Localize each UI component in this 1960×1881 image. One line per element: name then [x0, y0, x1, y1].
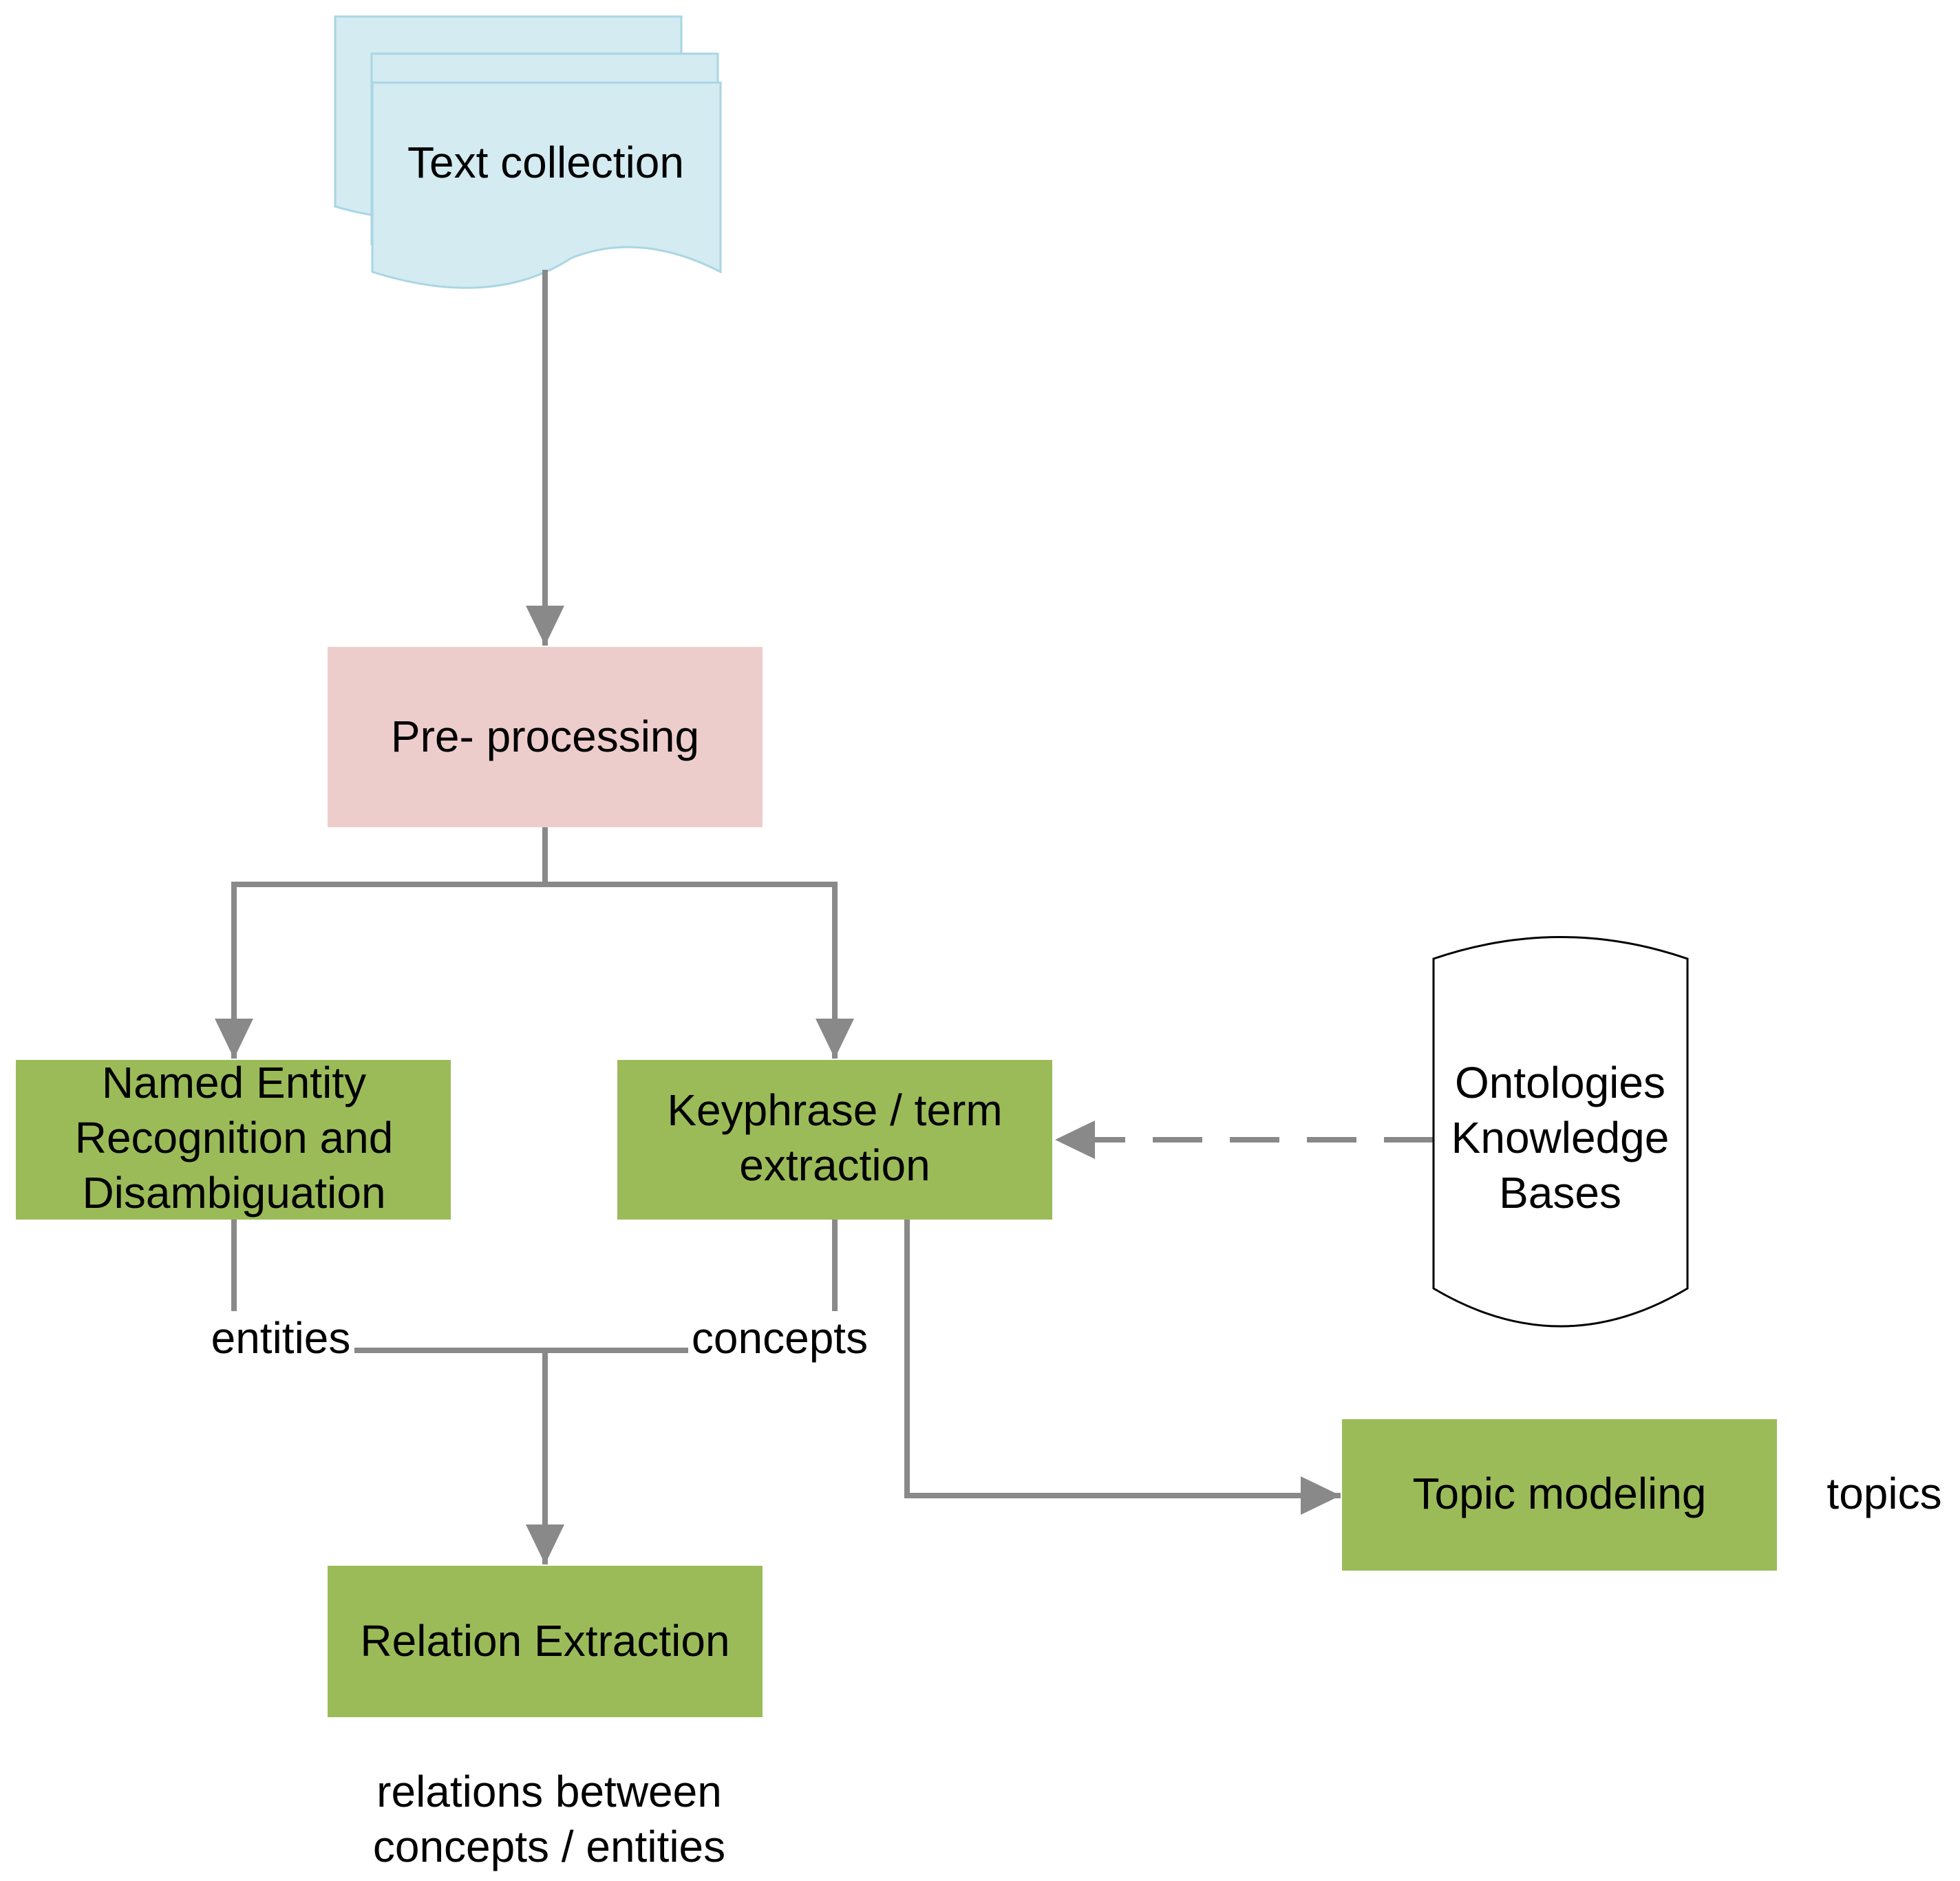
keyphrase-label-line-2: extraction: [739, 1140, 930, 1190]
topic-modeling-label: Topic modeling: [1413, 1469, 1707, 1518]
topic-modeling-node: Topic modeling: [1342, 1419, 1777, 1571]
ner-label-line-3: Disambiguation: [82, 1168, 385, 1218]
document-sheet-front: [371, 81, 722, 289]
text-collection-node: Text collection: [334, 15, 722, 289]
ner-label-line-1: Named Entity: [102, 1058, 366, 1107]
preprocessing-box: [328, 647, 763, 827]
connector-preprocessing-split: [215, 827, 548, 1059]
ner-label-line-2: Recognition and: [75, 1113, 394, 1162]
connectors: [215, 270, 1434, 1564]
relation-extraction-node: Relation Extraction: [328, 1566, 763, 1717]
topic-modeling-label-line-1: Topic modeling: [1413, 1469, 1707, 1518]
preprocessing-label: Pre- processing: [391, 712, 699, 761]
relations-output-label: relations between concepts / entities: [373, 1767, 725, 1871]
keyphrase-box: [617, 1060, 1052, 1220]
connector-preprocessing-to-keyphrase: [545, 882, 854, 1059]
preprocessing-label-line-1: Pre- processing: [391, 712, 699, 761]
relation-extraction-label-line-1: Relation Extraction: [360, 1616, 729, 1666]
text-collection-label-line-1: Text collection: [407, 138, 684, 187]
ontologies-label-line-3: Bases: [1499, 1168, 1621, 1218]
ontologies-label-line-2: Knowledge: [1451, 1113, 1670, 1162]
connector-keyphrase-to-topic: [904, 1220, 1341, 1515]
relations-output-label-line-1: relations between: [376, 1767, 722, 1816]
database-cylinder: [1432, 936, 1689, 1328]
topic-modeling-box: [1342, 1419, 1777, 1571]
text-collection-label: Text collection: [407, 138, 684, 187]
ner-box: [16, 1060, 451, 1220]
preprocessing-node: Pre- processing: [328, 647, 763, 827]
entities-output-label: entities: [211, 1313, 351, 1363]
topics-output-label: topics: [1826, 1469, 1941, 1518]
relations-output-label-line-2: concepts / entities: [373, 1822, 725, 1871]
relation-extraction-box: [328, 1566, 763, 1717]
relation-extraction-label: Relation Extraction: [360, 1616, 729, 1666]
ontologies-label-line-1: Ontologies: [1455, 1058, 1665, 1107]
keyphrase-label-line-1: Keyphrase / term: [667, 1085, 1002, 1135]
concepts-output-label: concepts: [692, 1313, 868, 1363]
